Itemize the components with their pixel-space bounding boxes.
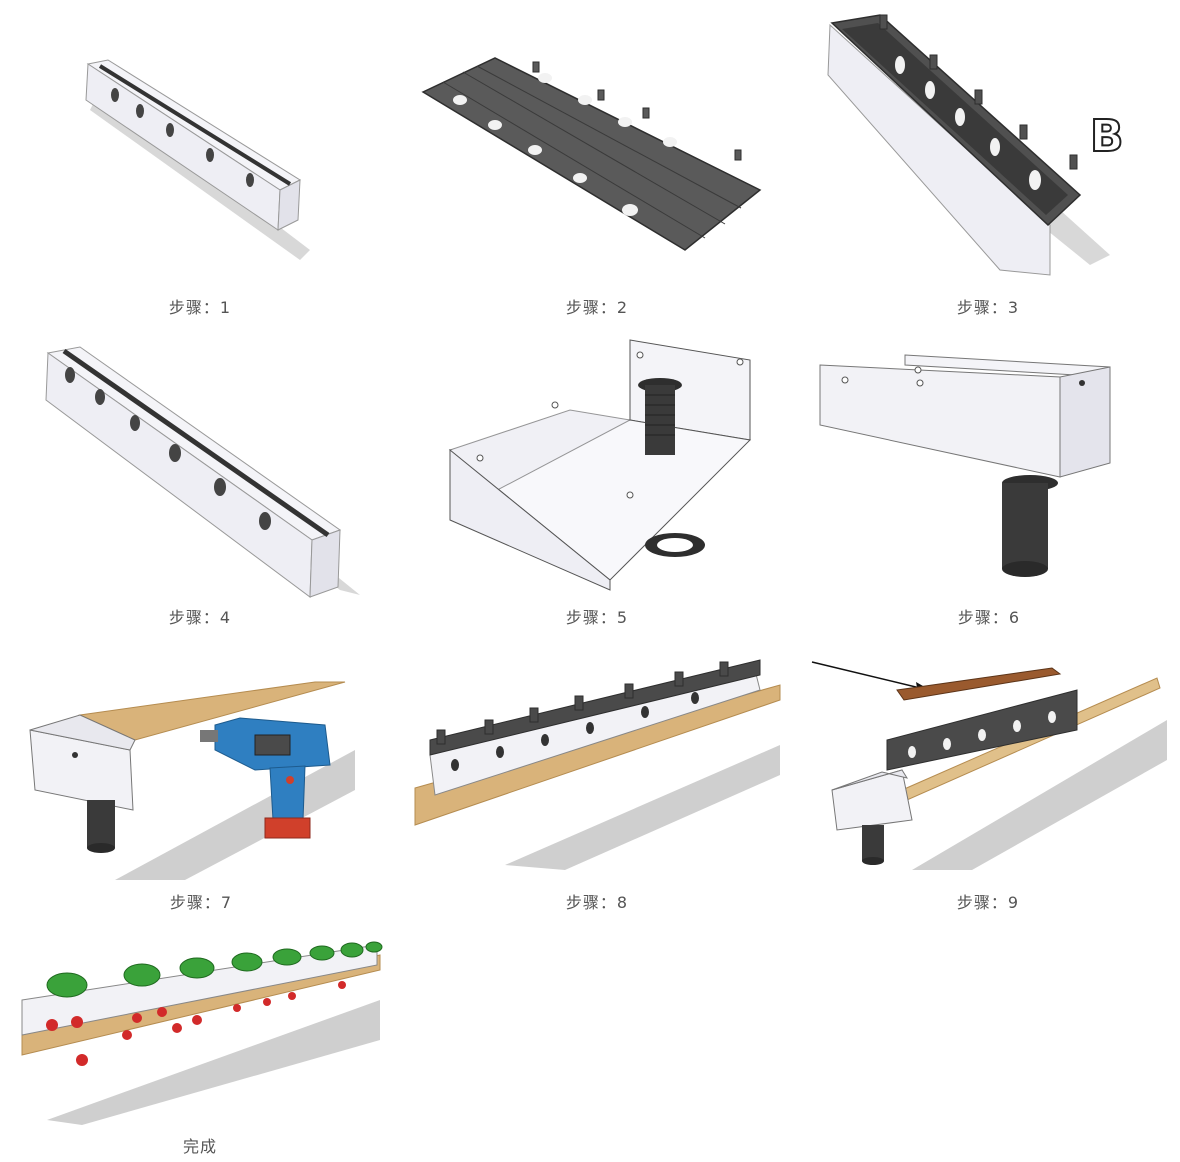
shadow (47, 1000, 380, 1125)
gutter-side (45, 352, 313, 598)
step-caption: 步骤：7 (169, 893, 233, 912)
step-9-illustration (811, 661, 1167, 870)
slot (62, 348, 330, 538)
end-hole (1079, 380, 1085, 386)
liner-holes (451, 692, 699, 771)
gutter-end (309, 529, 341, 598)
finished-panel: 完成 (21, 940, 383, 1156)
finished-illustration (21, 941, 383, 1125)
clip-tabs (436, 661, 729, 745)
holes (111, 88, 254, 187)
shadow (505, 745, 780, 870)
box-holes (476, 351, 744, 499)
liner-holes (908, 711, 1056, 758)
step-1-illustration (85, 59, 310, 260)
drain-pipe (1002, 475, 1058, 577)
step-3-panel: B 步骤：3 (820, 14, 1150, 317)
step-7-illustration (29, 681, 355, 880)
box-end (1059, 366, 1111, 478)
liner-holes (895, 56, 1041, 190)
end-box-top (831, 769, 909, 791)
step-1-panel: 步骤：1 (60, 50, 340, 317)
step-8-illustration (414, 659, 781, 870)
gutter-end (277, 179, 301, 231)
step-caption: 步骤：8 (565, 893, 629, 912)
holes (65, 367, 271, 530)
step-4-panel: 步骤：4 (40, 345, 360, 627)
step-5-illustration (448, 339, 752, 591)
fold-lines (442, 65, 742, 239)
coir-slab (896, 667, 1062, 701)
step-caption: 步骤：3 (956, 298, 1020, 317)
flat-sheet (421, 57, 762, 251)
strawberry-plants (46, 941, 383, 1066)
step-7-panel: 步骤：7 (25, 680, 355, 912)
step-2-panel: 步骤：2 (415, 50, 775, 317)
step-8-panel: 步骤：8 (414, 659, 781, 912)
marker-b: B (1089, 110, 1125, 163)
step-caption: 步骤：6 (957, 608, 1021, 627)
step-6-illustration (819, 354, 1111, 577)
step-caption: 完成 (182, 1137, 217, 1156)
step-4-illustration (45, 346, 360, 598)
step-caption: 步骤：5 (565, 608, 629, 627)
sheet-holes (453, 73, 677, 216)
step-3-illustration (827, 14, 1110, 276)
drain-fitting (638, 378, 705, 557)
shadow (912, 720, 1167, 870)
plant-leaves (46, 941, 383, 998)
drain-pipe (87, 800, 115, 853)
clip-tabs (532, 61, 742, 161)
step-caption: 步骤：9 (956, 893, 1020, 912)
box-holes (841, 366, 924, 387)
box-front (819, 364, 1061, 478)
step-caption: 步骤：4 (168, 608, 232, 627)
step-caption: 步骤：1 (168, 298, 232, 317)
slot (98, 64, 292, 186)
arrow (811, 661, 921, 689)
step-5-panel: 步骤：5 (448, 339, 760, 627)
box-front (449, 448, 611, 591)
step-2-illustration (421, 57, 762, 251)
end-box-top (29, 714, 136, 751)
strawberries (46, 981, 346, 1066)
step-6-panel: 步骤：6 (819, 354, 1120, 627)
drain-pipe (862, 825, 884, 865)
step-caption: 步骤：2 (565, 298, 629, 317)
drill-icon (200, 717, 331, 839)
clip-tabs (879, 14, 1078, 170)
box-hole (72, 752, 78, 758)
step-9-panel: 步骤：9 (811, 660, 1167, 912)
shadow (115, 750, 355, 880)
